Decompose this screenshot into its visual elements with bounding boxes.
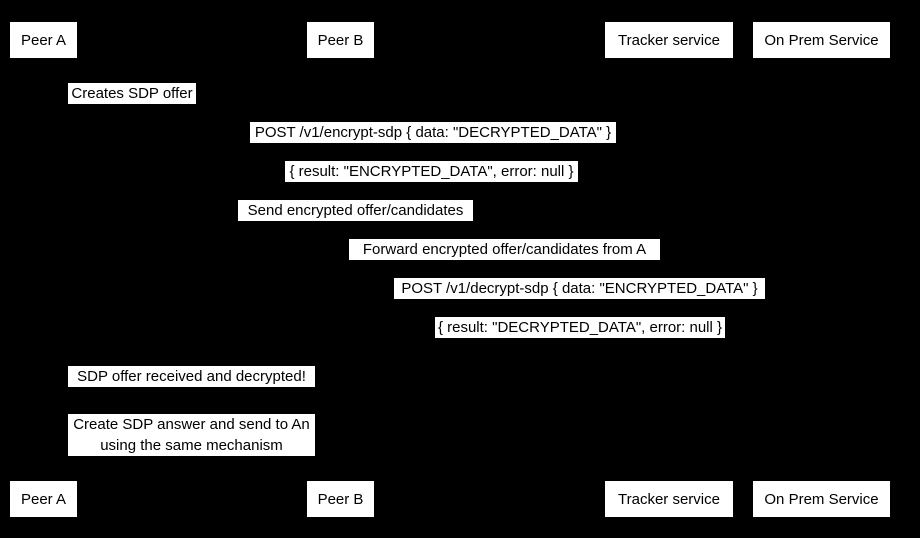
participant-peer-a-top[interactable]: Peer A xyxy=(10,22,77,58)
message-arrow-5 xyxy=(340,260,669,261)
message-label-send-encrypted-offer: Send encrypted offer/candidates xyxy=(238,200,473,221)
message-label-post-decrypt-sdp: POST /v1/decrypt-sdp { data: "ENCRYPTED_… xyxy=(394,278,765,299)
participant-tracker-service-bottom[interactable]: Tracker service xyxy=(605,481,733,517)
participant-peer-b-top[interactable]: Peer B xyxy=(307,22,374,58)
message-arrow-4 xyxy=(43,221,669,222)
participant-on-prem-service-bottom[interactable]: On Prem Service xyxy=(753,481,890,517)
message-arrow-6 xyxy=(340,299,821,300)
message-label-create-sdp-answer-line-1: Create SDP answer and send to An xyxy=(73,416,310,433)
lifeline-peer-b xyxy=(340,58,341,481)
message-arrow-7 xyxy=(340,338,821,339)
message-label-post-encrypt-sdp: POST /v1/encrypt-sdp { data: "DECRYPTED_… xyxy=(250,122,616,143)
message-arrow-1 xyxy=(43,104,128,105)
message-arrow-8 xyxy=(340,387,425,388)
message-label-create-sdp-answer: Create SDP answer and send to An using t… xyxy=(68,414,315,456)
lifeline-on-prem xyxy=(821,58,822,481)
participant-tracker-service-top[interactable]: Tracker service xyxy=(605,22,733,58)
participant-peer-b-bottom[interactable]: Peer B xyxy=(307,481,374,517)
message-label-result-decrypted-data: { result: "DECRYPTED_DATA", error: null … xyxy=(435,317,725,338)
message-label-result-encrypted-data: { result: "ENCRYPTED_DATA", error: null … xyxy=(285,161,578,182)
message-label-sdp-offer-received: SDP offer received and decrypted! xyxy=(68,366,315,387)
lifeline-peer-a xyxy=(43,58,44,481)
message-arrow-3 xyxy=(43,182,821,183)
lifeline-tracker xyxy=(669,58,670,481)
message-arrow-9 xyxy=(340,456,425,457)
message-label-create-sdp-answer-line-2: using the same mechanism xyxy=(100,437,283,454)
message-label-forward-encrypted-offer: Forward encrypted offer/candidates from … xyxy=(349,239,660,260)
message-label-creates-sdp-offer: Creates SDP offer xyxy=(68,83,196,104)
participant-on-prem-service-top[interactable]: On Prem Service xyxy=(753,22,890,58)
participant-peer-a-bottom[interactable]: Peer A xyxy=(10,481,77,517)
message-arrow-2 xyxy=(43,143,821,144)
